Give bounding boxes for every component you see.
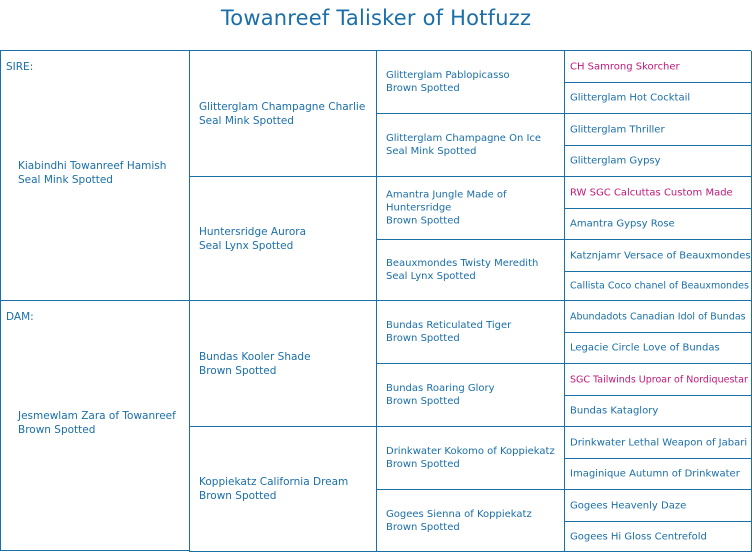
gg-cell-8: Callista Coco chanel of Beauxmondes [564,272,752,301]
gg-cell-1: CH Samrong Skorcher [564,51,752,83]
pedigree-table: SIRE: Kiabindhi Towanreef Hamish Seal Mi… [0,50,752,552]
g-dsd-name: Bundas Roaring Glory [386,383,495,394]
g-sd-name: Glitterglam Champagne On Ice [386,133,542,144]
gg-name-13: Drinkwater Lethal Weapon of Jabari [570,437,748,448]
sire-dam-cell: Huntersridge Aurora Seal Lynx Spotted [189,177,377,301]
g-dd-cell: Beauxmondes Twisty Meredith Seal Lynx Sp… [376,240,565,301]
gg-cell-13: Drinkwater Lethal Weapon of Jabari [564,427,752,459]
gg-name-16: Gogees Hi Gloss Centrefold [570,531,707,542]
gg-name-6: Amantra Gypsy Rose [570,218,675,230]
gg-cell-2: Glitterglam Hot Cocktail [564,83,752,114]
g-dds-color: Brown Spotted [386,459,460,470]
gg-cell-14: Imaginique Autumn of Drinkwater [564,459,752,490]
g-ss-cell: Glitterglam Pablopicasso Brown Spotted [376,51,565,114]
g-dss-color: Brown Spotted [386,333,460,344]
sire-cell: SIRE: Kiabindhi Towanreef Hamish Seal Mi… [1,51,190,301]
g-ss-name: Glitterglam Pablopicasso [386,70,510,81]
g-ddd-color: Brown Spotted [386,521,460,533]
gg-name-3: Glitterglam Thriller [570,124,665,135]
g-ds-color: Brown Spotted [386,215,460,227]
dam-sire-name: Bundas Kooler Shade [199,350,311,363]
sire-sire-name: Glitterglam Champagne Charlie [199,100,366,113]
gg-cell-9: Abundadots Canadian Idol of Bundas [564,301,752,333]
g-ds-cell: Amantra Jungle Made of Huntersridge Brow… [376,177,565,240]
gg-cell-3: Glitterglam Thriller [564,114,752,146]
gg-name-8: Callista Coco chanel of Beauxmondes [570,280,749,292]
g-ss-color: Brown Spotted [386,83,460,94]
gg-name-7: Katznjamr Versace of Beauxmondes [570,250,751,261]
gg-name-4: Glitterglam Gypsy [570,155,661,167]
gg-name-9: Abundadots Canadian Idol of Bundas [570,311,746,322]
gg-cell-10: Legacie Circle Love of Bundas [564,333,752,364]
dam-dam-name: Koppiekatz California Dream [199,476,349,488]
sire-sire-color: Seal Mink Spotted [199,114,294,127]
sire-sire-cell: Glitterglam Champagne Charlie Seal Mink … [189,51,377,177]
gg-cell-11: SGC Tailwinds Uproar of Nordiquestar [564,364,752,396]
sire-label: SIRE: [6,61,34,73]
dam-name: Jesmewlam Zara of Towanreef [18,410,176,422]
gg-name-5: RW SGC Calcuttas Custom Made [570,187,733,198]
g-sd-cell: Glitterglam Champagne On Ice Seal Mink S… [376,114,565,177]
g-dss-cell: Bundas Reticulated Tiger Brown Spotted [376,301,565,364]
gg-cell-12: Bundas Kataglory [564,396,752,427]
gg-name-14: Imaginique Autumn of Drinkwater [570,468,740,480]
g-dsd-color: Brown Spotted [386,396,460,407]
gg-name-15: Gogees Heavenly Daze [570,500,687,511]
sire-dam-color: Seal Lynx Spotted [199,239,294,252]
gg-name-12: Bundas Kataglory [570,405,659,417]
dam-label: DAM: [6,311,34,323]
g-sd-color: Seal Mink Spotted [386,146,477,157]
gg-cell-4: Glitterglam Gypsy [564,146,752,177]
dam-dam-cell: Koppiekatz California Dream Brown Spotte… [189,427,377,552]
g-dsd-cell: Bundas Roaring Glory Brown Spotted [376,364,565,427]
gg-cell-15: Gogees Heavenly Daze [564,490,752,522]
sire-color: Seal Mink Spotted [18,174,113,186]
g-dd-color: Seal Lynx Spotted [386,271,476,282]
dam-color: Brown Spotted [18,424,96,436]
sire-dam-name: Huntersridge Aurora [199,225,307,238]
g-dds-cell: Drinkwater Kokomo of Koppiekatz Brown Sp… [376,427,565,490]
g-dss-name: Bundas Reticulated Tiger [386,320,512,331]
g-dds-name: Drinkwater Kokomo of Koppiekatz [386,446,555,457]
dam-sire-color: Brown Spotted [199,364,277,377]
g-dd-name: Beauxmondes Twisty Meredith [386,258,539,269]
g-ds-name: Amantra Jungle Made of Huntersridge [386,189,507,214]
sire-name: Kiabindhi Towanreef Hamish [18,160,167,172]
pedigree-title: Towanreef Talisker of Hotfuzz [220,6,532,30]
dam-dam-color: Brown Spotted [199,490,277,502]
gg-name-1: CH Samrong Skorcher [570,61,680,72]
gg-cell-7: Katznjamr Versace of Beauxmondes [564,240,752,272]
g-ddd-cell: Gogees Sienna of Koppiekatz Brown Spotte… [376,490,565,552]
gg-cell-16: Gogees Hi Gloss Centrefold [564,522,752,552]
gg-cell-5: RW SGC Calcuttas Custom Made [564,177,752,209]
gg-name-2: Glitterglam Hot Cocktail [570,92,691,104]
gg-name-10: Legacie Circle Love of Bundas [570,342,720,354]
g-ddd-name: Gogees Sienna of Koppiekatz [386,508,532,520]
dam-sire-cell: Bundas Kooler Shade Brown Spotted [189,301,377,427]
gg-cell-6: Amantra Gypsy Rose [564,209,752,240]
gg-name-11: SGC Tailwinds Uproar of Nordiquestar [570,374,748,385]
dam-cell: DAM: Jesmewlam Zara of Towanreef Brown S… [1,301,190,551]
